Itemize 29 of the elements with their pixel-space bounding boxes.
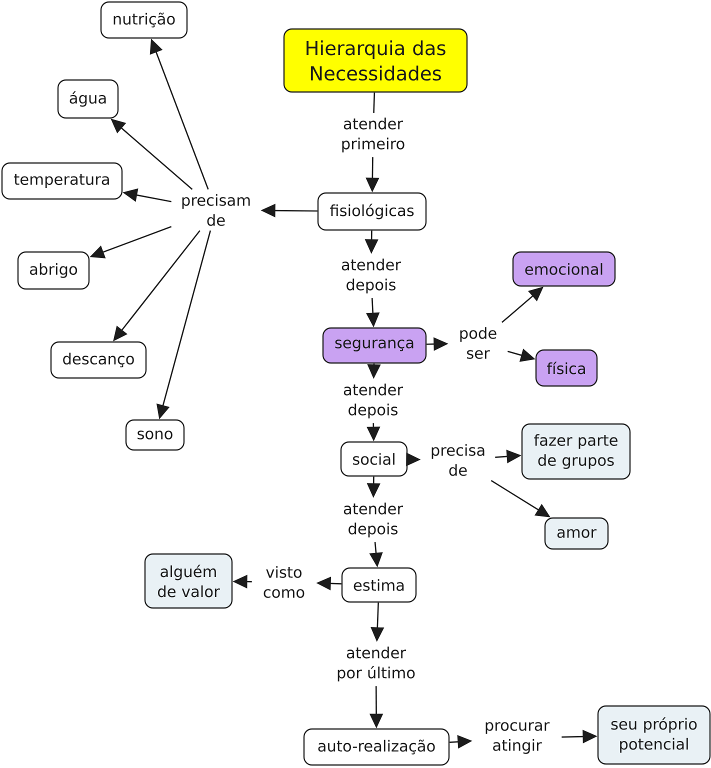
concept-box: fisiológicas	[317, 192, 427, 231]
concept-box: abrigo	[17, 251, 90, 290]
linking-phrase: atender por último	[338, 646, 415, 682]
concept-box: auto-realização	[303, 728, 450, 766]
concept-box: nutrição	[100, 1, 188, 39]
concept-box: água	[57, 79, 119, 119]
concept-box: sono	[125, 419, 185, 451]
connector-line	[373, 92, 376, 113]
concept-box: segurança	[322, 327, 427, 364]
concept-box: fazer parte de grupos	[521, 423, 631, 480]
concept-box: emocional	[512, 251, 616, 287]
linking-phrase: atender depois	[344, 384, 403, 418]
concept-box: física	[535, 349, 598, 387]
linking-phrase: atender depois	[344, 502, 403, 538]
title-box: Hierarquia das Necessidades	[283, 28, 468, 93]
linking-phrase: atender depois	[342, 258, 401, 294]
linking-phrase: procurar atingir	[486, 722, 550, 754]
concept-box: amor	[544, 517, 609, 550]
linking-phrase: precisam de	[182, 194, 250, 226]
concept-box: temperatura	[1, 162, 123, 200]
concept-box: social	[340, 441, 408, 477]
linking-phrase: atender primeiro	[342, 118, 404, 152]
linking-phrase: pode ser	[460, 327, 496, 359]
concept-box: alguém de valor	[144, 553, 233, 609]
concept-box: seu próprio potencial	[597, 705, 711, 765]
linking-phrase: visto como	[264, 566, 304, 598]
concept-box: estima	[341, 567, 417, 603]
linking-phrase: precisa de	[432, 444, 484, 476]
concept-box: descanço	[50, 341, 147, 379]
